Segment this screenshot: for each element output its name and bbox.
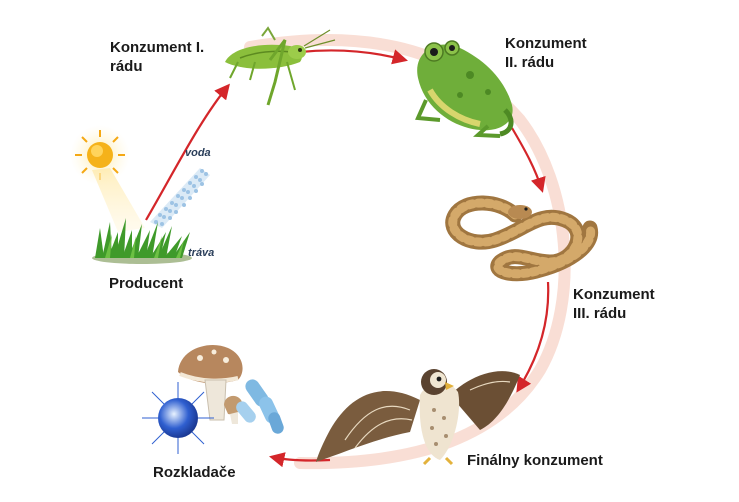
arrow-producer-to-consumer1 (145, 83, 230, 221)
label-producer: Producent (109, 275, 184, 292)
label-grass: tráva (188, 247, 215, 259)
label-consumer-1-line1: Konzument I. (110, 39, 205, 56)
label-water: voda (185, 147, 211, 159)
label-consumer-3-line1: Konzument (573, 286, 655, 303)
snake-icon (445, 195, 599, 282)
label-consumer-1: Konzument I. rádu (110, 38, 204, 76)
sunlight-beam (92, 168, 145, 232)
arrow-consumer2-to-consumer3 (511, 127, 546, 193)
arrows (145, 49, 550, 468)
falcon-icon (316, 369, 520, 466)
label-consumer-2-line2: II. rádu (505, 54, 555, 71)
label-consumer-1-line2: rádu (110, 58, 143, 75)
arrow-consumer1-to-consumer2 (299, 49, 408, 65)
frog-icon (415, 40, 514, 138)
label-consumer-2: Konzument II. rádu (505, 34, 587, 72)
label-consumer-3: Konzument III. rádu (573, 285, 655, 323)
grass-icon (92, 218, 192, 264)
arrow-final-to-decomposers (268, 452, 331, 468)
sun-icon (70, 125, 130, 185)
arrow-consumer3-to-final (516, 281, 550, 393)
grasshopper-icon (225, 26, 336, 106)
bacteria-icon (142, 379, 284, 454)
label-consumer-3-line2: III. rádu (573, 305, 627, 322)
water-icon (150, 168, 210, 228)
label-final-consumer: Finálny konzument (467, 452, 603, 469)
cycle-ring (244, 34, 571, 470)
label-consumer-2-line1: Konzument (505, 35, 587, 52)
label-decomposers: Rozkladače (153, 464, 236, 481)
